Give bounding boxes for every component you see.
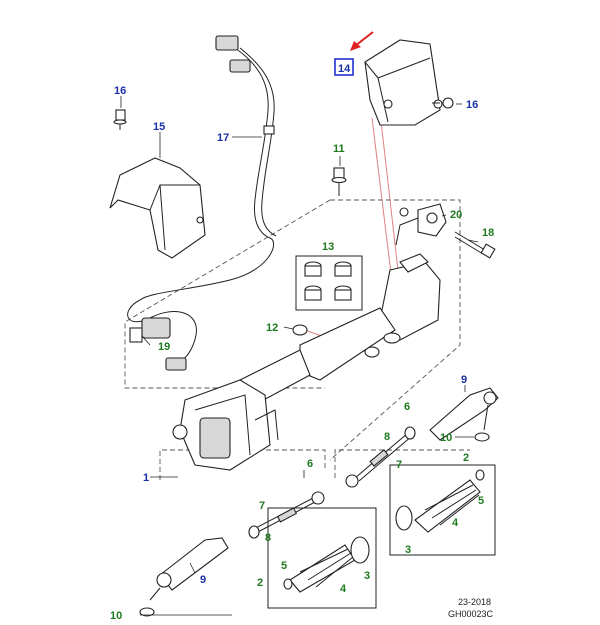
inner-tie-rod-left-part-7[interactable]: [251, 491, 325, 535]
callout-5-left[interactable]: 5: [281, 560, 287, 572]
callout-12[interactable]: 12: [266, 322, 278, 334]
tie-rod-end-left-part-9[interactable]: [149, 537, 229, 601]
footer-year-code: 23-2018: [458, 597, 491, 607]
callout-6-left[interactable]: 6: [307, 458, 313, 470]
callout-17[interactable]: 17: [217, 132, 229, 144]
callout-15[interactable]: 15: [153, 121, 165, 133]
bolt-part-16-left[interactable]: [113, 109, 127, 130]
heat-shield-part-15[interactable]: [109, 157, 206, 259]
callout-4-left[interactable]: 4: [340, 583, 347, 595]
steering-rack-part-1[interactable]: [172, 253, 441, 471]
callout-16-right[interactable]: 16: [466, 99, 478, 111]
lock-nut-part-8-left[interactable]: [248, 525, 260, 539]
assembly-dash-outline-right: [334, 449, 470, 478]
lock-nut-part-8-right[interactable]: [404, 426, 416, 440]
boot-kit-right-part-2[interactable]: [389, 464, 496, 556]
callout-4-right[interactable]: 4: [452, 517, 459, 529]
nut-part-10-left[interactable]: [139, 607, 155, 617]
highlight-box-part-14: [334, 58, 354, 76]
callout-8-left[interactable]: 8: [265, 532, 271, 544]
callout-5-right[interactable]: 5: [478, 495, 484, 507]
callout-14[interactable]: 14: [338, 63, 351, 75]
callout-7-right[interactable]: 7: [396, 459, 402, 471]
callout-16-left[interactable]: 16: [114, 85, 126, 97]
tie-rod-end-right-part-9[interactable]: [429, 387, 499, 441]
callout-10-left[interactable]: 10: [110, 610, 122, 622]
callout-18[interactable]: 18: [482, 227, 494, 239]
bolt-part-18[interactable]: [454, 231, 496, 259]
pink-leader-1: [371, 117, 394, 291]
callout-2-left[interactable]: 2: [257, 577, 263, 589]
bracket-part-20[interactable]: [395, 203, 447, 246]
wiring-harness-part-17[interactable]: [139, 35, 277, 301]
inner-tie-rod-right-part-7[interactable]: [345, 432, 413, 488]
nut-part-10-right[interactable]: [474, 432, 490, 442]
callout-7-left[interactable]: 7: [259, 500, 265, 512]
sensor-harness-part-19[interactable]: [127, 299, 197, 371]
callout-9-left[interactable]: 9: [200, 574, 206, 586]
bushing-set-part-13[interactable]: [295, 255, 363, 311]
pink-leader-2: [379, 111, 401, 289]
bolt-part-11[interactable]: [331, 167, 347, 196]
callout-2-right[interactable]: 2: [463, 452, 469, 464]
boot-kit-left-part-2[interactable]: [267, 507, 377, 609]
callout-1[interactable]: 1: [143, 472, 149, 484]
callout-3-right[interactable]: 3: [405, 544, 411, 556]
callout-3-left[interactable]: 3: [364, 570, 370, 582]
red-highlight-arrow: [350, 31, 374, 51]
callout-13[interactable]: 13: [322, 241, 334, 253]
callout-20[interactable]: 20: [450, 209, 462, 221]
callout-19[interactable]: 19: [158, 341, 170, 353]
heat-shield-part-14[interactable]: [364, 39, 443, 126]
leader-lines: [120, 96, 479, 616]
bolt-part-16-right[interactable]: [432, 97, 454, 109]
callout-10-right[interactable]: 10: [440, 432, 452, 444]
callout-6-right[interactable]: 6: [404, 401, 410, 413]
footer-drawing-id: GH00023C: [448, 609, 494, 619]
callout-9-right[interactable]: 9: [461, 374, 467, 386]
callout-11[interactable]: 11: [333, 143, 345, 155]
callout-8-right[interactable]: 8: [384, 431, 390, 443]
mount-part-12[interactable]: [292, 324, 380, 358]
assembly-dash-outline-rack: [329, 199, 461, 461]
